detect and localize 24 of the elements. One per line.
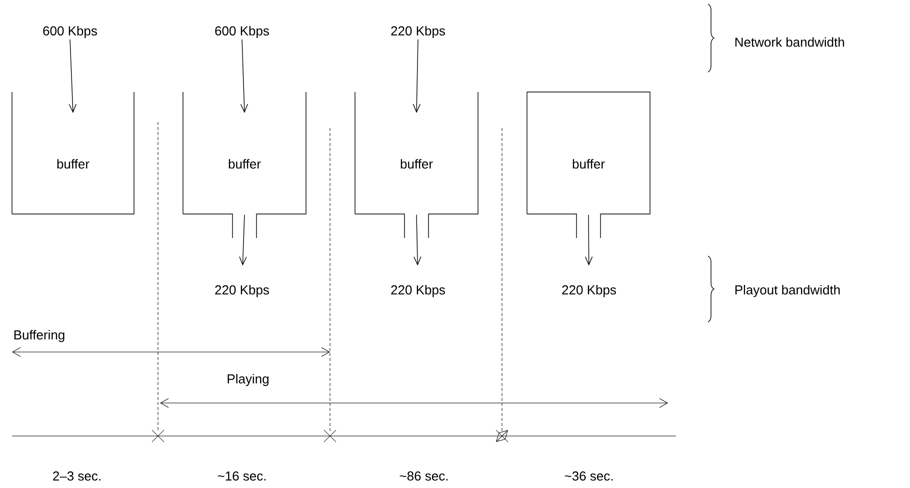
buffer-container: buffer [12, 92, 134, 214]
arrow [68, 39, 76, 113]
brace-label: Playout bandwidth [735, 284, 840, 298]
duration-label: ~86 sec. [400, 471, 448, 481]
rate-text: 220 Kbps [562, 284, 616, 298]
buffer-container: buffer [354, 92, 478, 238]
arrow [412, 39, 421, 113]
duration-label: ~16 sec. [218, 471, 266, 481]
duration-label: 2–3 sec. [53, 471, 100, 481]
buffer-container: buffer [182, 92, 306, 238]
rate-text: 220 Kbps [391, 284, 445, 298]
arrow [414, 214, 422, 266]
rate-text: 220 Kbps [391, 26, 445, 38]
duration-label: ~36 sec. [564, 471, 613, 481]
phase-label: Buffering [14, 330, 64, 342]
arrow [584, 214, 593, 266]
rate-text: 220 Kbps [215, 284, 269, 298]
phase-label: Playing [228, 374, 268, 386]
rate-text: 600 Kbps [215, 26, 269, 38]
buffer-container: buffer [526, 92, 650, 238]
rate-text: 600 Kbps [43, 26, 97, 38]
arrow [239, 214, 247, 266]
brace-label: Network bandwidth [735, 37, 844, 47]
arrow [240, 39, 248, 113]
